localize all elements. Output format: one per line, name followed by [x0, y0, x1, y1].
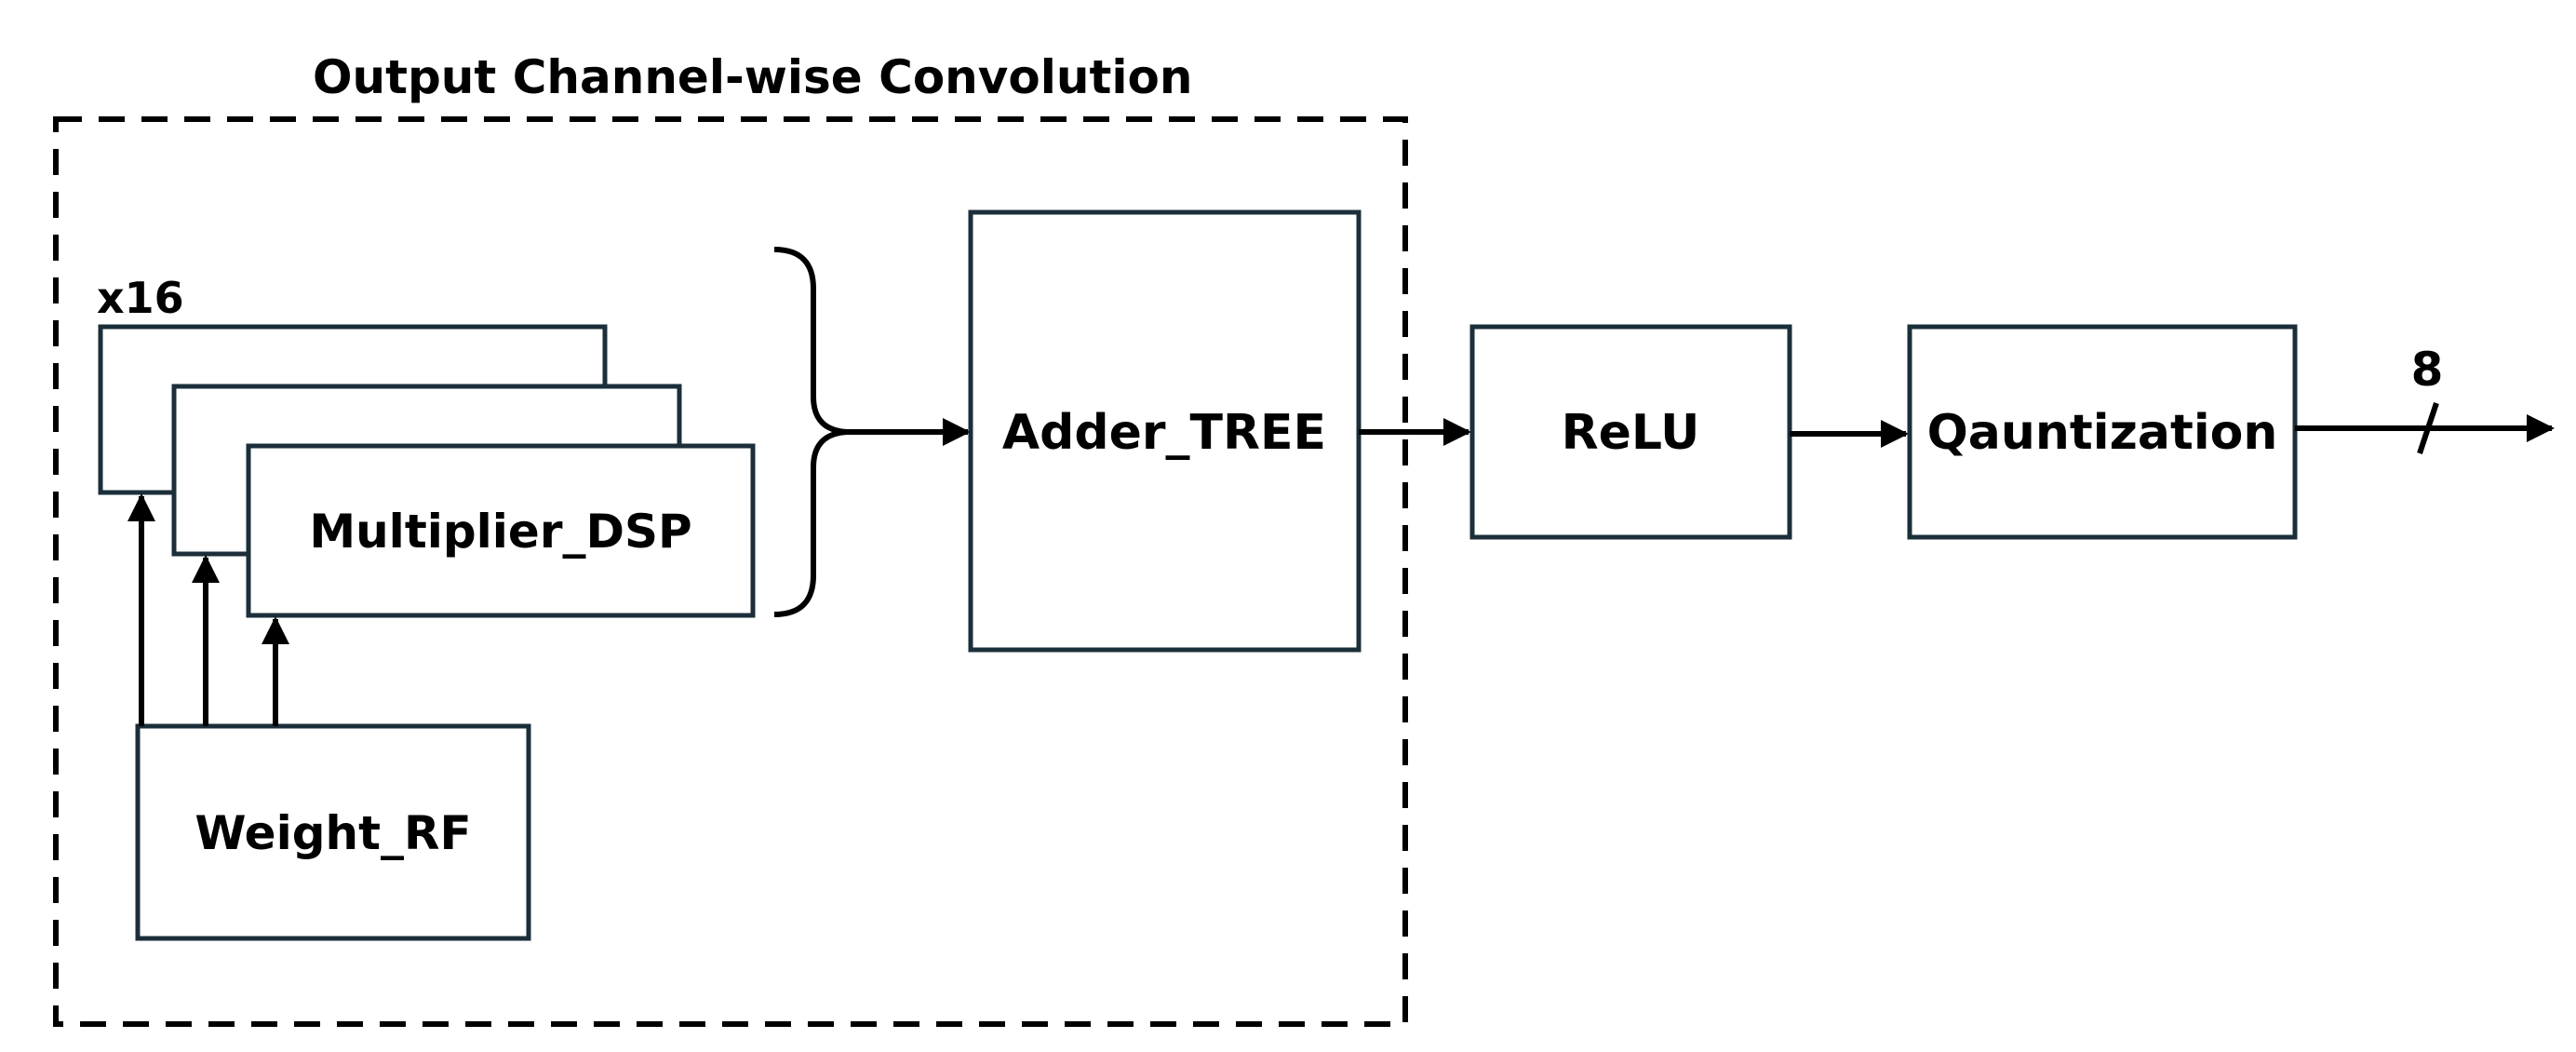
- multiplier-output-brace: [773, 247, 848, 617]
- relu-block: [1469, 324, 1792, 540]
- weight-rf-label: Weight_RF: [195, 806, 471, 860]
- quantization-label: Qauntization: [1927, 405, 2278, 461]
- adder-tree-label: Adder_TREE: [1002, 405, 1326, 461]
- convolution-region-border: [53, 116, 1408, 1027]
- diagram-title: Output Channel-wise Convolution: [313, 50, 1192, 104]
- multiplier-label: Multiplier_DSP: [309, 505, 691, 559]
- adder-tree-block: [968, 209, 1362, 653]
- quantization-block: [1907, 324, 2298, 540]
- bus-width-label: 8: [2411, 343, 2444, 397]
- multiplier-block-front: [246, 443, 756, 618]
- multiplier-count-label: x16: [97, 273, 184, 323]
- relu-label: ReLU: [1562, 405, 1700, 461]
- bus-width-slash: [2417, 402, 2439, 454]
- weight-rf-block: [135, 723, 531, 941]
